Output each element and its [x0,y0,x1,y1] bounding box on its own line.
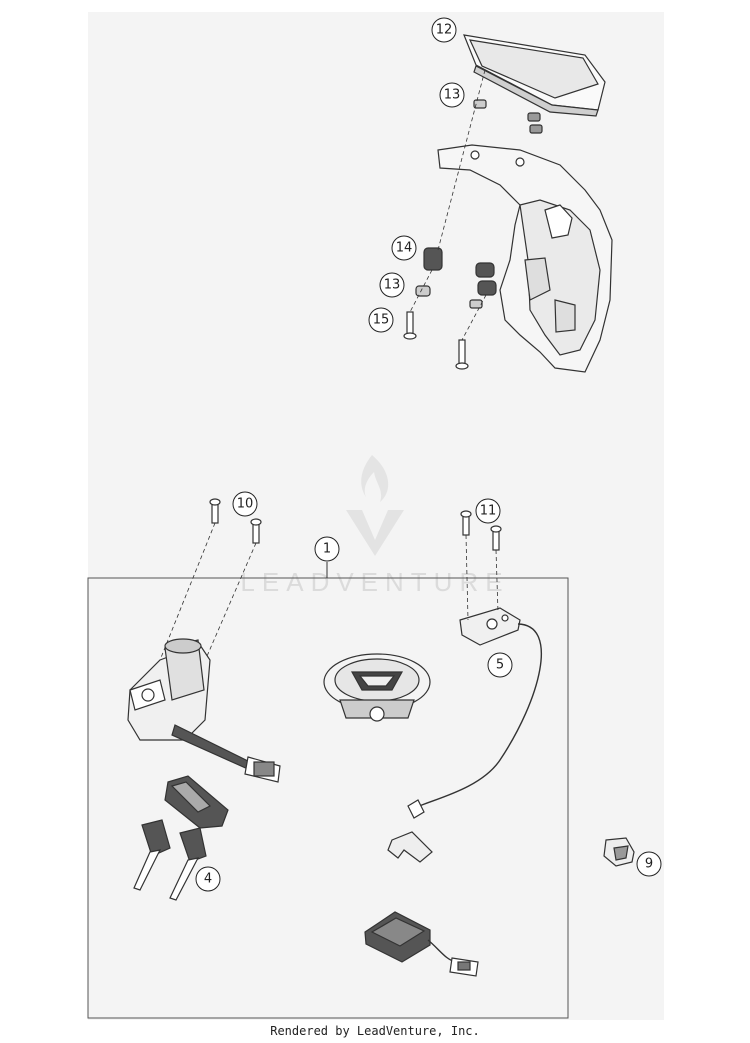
rubber-grommets [415,99,543,309]
keys-part [133,819,207,901]
callout-13-top: 13 [439,82,465,108]
watermark-text: LEADVENTURE [240,567,509,597]
callout-1-label: 1 [323,542,331,557]
callout-11-label: 11 [480,504,497,519]
callout-15: 15 [368,307,394,333]
callout-13-bottom: 13 [379,272,405,298]
fuel-cap-part [323,653,431,722]
kit-box [87,577,569,1019]
leadventure-watermark: LEADVENTURE [240,455,509,597]
callout-9: 9 [636,851,662,877]
callout-4-label: 4 [204,872,212,887]
leader-lines-receiver [465,534,499,621]
callout-12-label: 12 [436,23,453,38]
callout-5-label: 5 [496,658,504,673]
callout-14: 14 [391,235,417,261]
screws-receiver [460,510,502,551]
callout-13-top-label: 13 [444,88,461,103]
key-fob-part [164,775,229,829]
immobilizer-receiver-part [407,607,542,819]
callout-12: 12 [431,17,457,43]
bracket-9-part [603,837,635,867]
callout-15-label: 15 [373,313,390,328]
dashboard-bracket-part [437,144,613,373]
clip-part [387,831,433,863]
callout-10: 10 [232,491,258,517]
callout-11: 11 [475,498,501,524]
diagram-background [88,12,664,1020]
callout-5: 5 [487,652,513,678]
callout-1: 1 [314,536,340,578]
callout-10-label: 10 [237,497,254,512]
control-unit-part [364,911,479,977]
dashboard-display-part [463,34,606,117]
leader-lines-top [409,69,487,341]
callout-13-bottom-label: 13 [384,278,401,293]
callout-9-label: 9 [645,857,653,872]
ignition-lock-part [127,638,281,783]
callout-14-label: 14 [396,241,413,256]
callout-4: 4 [195,866,221,892]
footer-credit: Rendered by LeadVenture, Inc. [270,1024,480,1038]
